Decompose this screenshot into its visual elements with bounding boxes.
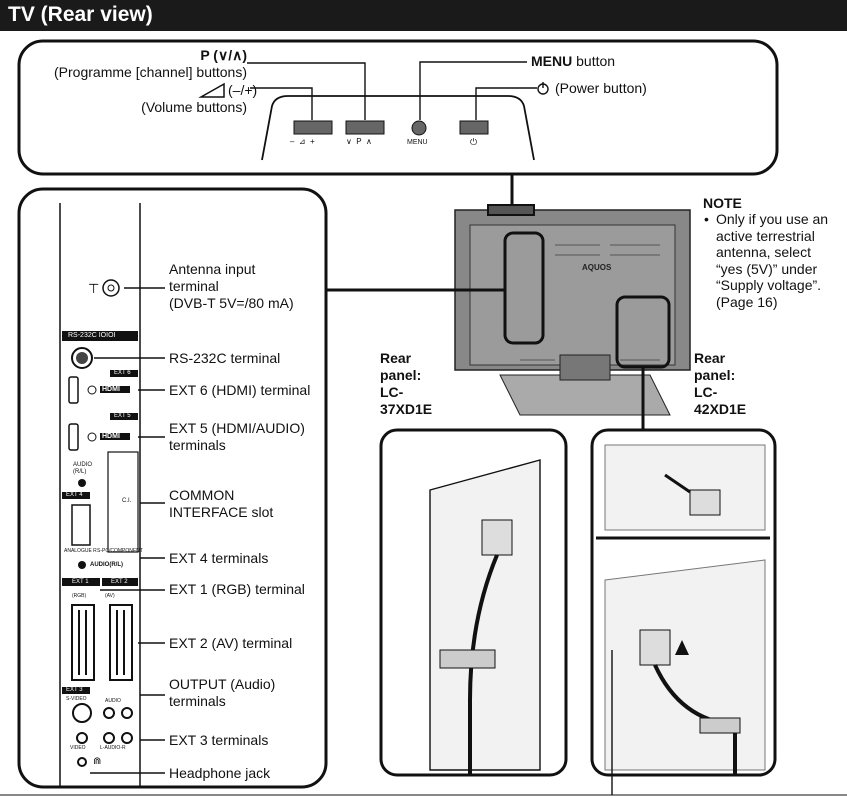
panel-label-ext3: EXT 3 bbox=[66, 687, 83, 693]
power-button-shape bbox=[459, 120, 489, 135]
ci-slot-shape bbox=[107, 451, 139, 553]
note-title: NOTE bbox=[703, 195, 742, 211]
panel-label-rs232c: RS-232C IOIOI bbox=[68, 332, 116, 339]
power-button-label: (Power button) bbox=[555, 80, 647, 96]
hdmi6-port-icon bbox=[68, 376, 79, 404]
ext4-vga-icon bbox=[71, 504, 91, 546]
svg-text:⊤: ⊤ bbox=[88, 281, 99, 296]
terminal-label-ci: COMMON INTERFACE slot bbox=[169, 487, 274, 520]
ext2-scart-icon bbox=[109, 604, 133, 681]
programme-buttons-caption: (Programme [channel] buttons) bbox=[54, 64, 247, 80]
menu-button-text: MENU bbox=[407, 139, 428, 146]
menu-button-label: MENU button bbox=[531, 53, 616, 69]
headphone-icon: ⋒ bbox=[93, 756, 102, 767]
terminal-label-ext2: EXT 2 (AV) terminal bbox=[169, 635, 293, 651]
panel-label-hdmi5: HDMI bbox=[102, 433, 120, 440]
volume-buttons-caption: (Volume buttons) bbox=[141, 99, 247, 115]
panel-label-svideo: S-VIDEO bbox=[66, 696, 87, 702]
note-text: Only if you use an active terrestrial an… bbox=[716, 211, 829, 310]
volume-button-text: – ⊿ + bbox=[290, 137, 315, 146]
panel-label-ext6: EXT 6 bbox=[114, 370, 131, 376]
volume-wedge-icon bbox=[198, 82, 225, 98]
programme-buttons-label: P (∨/∧) bbox=[200, 47, 247, 63]
power-button-icon: ⏻ bbox=[470, 137, 478, 147]
terminal-label-rs232c: RS-232C terminal bbox=[169, 350, 281, 366]
volume-button-shape bbox=[293, 120, 333, 135]
ext1-scart-icon bbox=[71, 604, 95, 681]
terminal-label-ext3: EXT 3 terminals bbox=[169, 732, 269, 748]
tv-brand-label: AQUOS bbox=[582, 263, 612, 272]
panel-label-audio: AUDIO bbox=[105, 698, 121, 704]
panel-label-ext2: EXT 2 bbox=[111, 579, 128, 585]
panel-label-ci: C.I. bbox=[122, 498, 132, 504]
tv-top-outline bbox=[261, 95, 535, 161]
panel-label-audio-rl: AUDIO (R/L) bbox=[73, 462, 93, 475]
panel-label-component: S-PC/COMPONENT bbox=[97, 548, 143, 554]
panel-label-l-audio-r: L-AUDIO-R bbox=[100, 745, 126, 751]
panel-label-analogue: ANALOGUE R bbox=[64, 548, 97, 554]
terminal-label-ext1: EXT 1 (RGB) terminal bbox=[169, 581, 305, 597]
terminal-label-antenna: Antenna input terminal (DVB-T 5V=/80 mA) bbox=[169, 261, 294, 311]
page-title: TV (Rear view) bbox=[8, 3, 153, 26]
programme-button-text: ∨ P ∧ bbox=[346, 137, 372, 146]
panel-label-video: VIDEO bbox=[70, 745, 86, 751]
terminal-label-headphone: Headphone jack bbox=[169, 765, 271, 781]
panel-label-hdmi6: HDMI bbox=[102, 386, 120, 393]
antenna-socket-icon bbox=[102, 279, 120, 297]
panel-label-ext4: EXT 4 bbox=[66, 492, 83, 498]
control-panel-box bbox=[17, 39, 779, 176]
terminal-label-ext5: EXT 5 (HDMI/AUDIO) terminals bbox=[169, 420, 305, 453]
rear-panel-label-37: Rear panel: LC- 37XD1E bbox=[380, 350, 433, 417]
menu-button-shape bbox=[411, 120, 427, 136]
terminal-label-output: OUTPUT (Audio) terminals bbox=[169, 676, 276, 709]
panel-label-av: (AV) bbox=[105, 593, 115, 599]
terminal-label-ext4: EXT 4 terminals bbox=[169, 550, 269, 566]
panel-label-ext5: EXT 5 bbox=[114, 413, 131, 419]
panel-label-audio-rl2: AUDIO(R/L) bbox=[90, 562, 123, 568]
note-bullet: • bbox=[704, 211, 709, 227]
volume-buttons-label: (–/+) bbox=[228, 82, 258, 98]
hdmi5-port-icon bbox=[68, 423, 79, 451]
panel-label-rgb: (RGB) bbox=[72, 593, 87, 599]
programme-button-shape bbox=[345, 120, 385, 135]
rear-panel-37-highlight bbox=[503, 231, 545, 345]
rear-panel-label-42: Rear panel: LC- 42XD1E bbox=[694, 350, 747, 417]
panel-label-ext1: EXT 1 bbox=[72, 579, 89, 585]
title-bar: TV (Rear view) bbox=[0, 0, 847, 31]
terminal-label-ext6: EXT 6 (HDMI) terminal bbox=[169, 382, 311, 398]
